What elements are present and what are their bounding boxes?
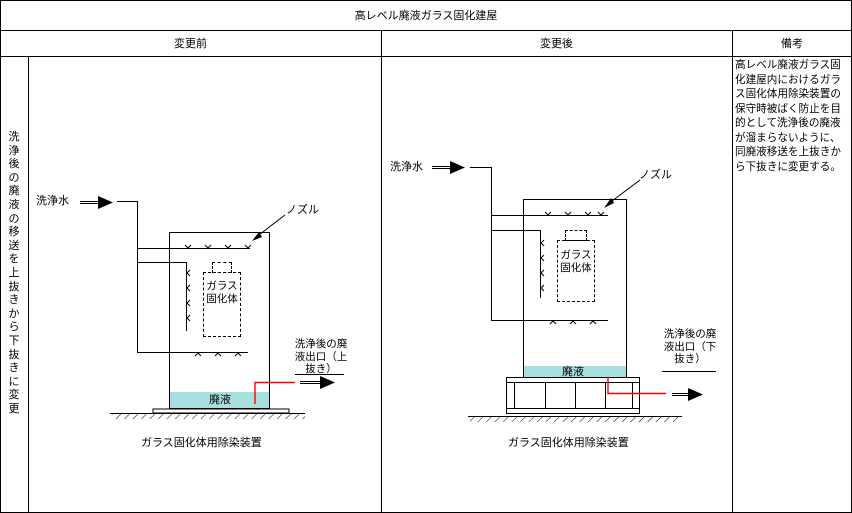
decon-vessel [169, 232, 270, 409]
nozzles-side [540, 239, 545, 292]
nozzle-label: ノズル [286, 203, 319, 216]
wash-water-label: 洗浄水 [36, 194, 69, 207]
notes-text: 高レベル廃液ガラス固化建屋内におけるガラス固化体用除染装置の保守時被ばく防止を目… [735, 59, 841, 173]
glass-body-label: ガラス固化体 [560, 249, 592, 274]
glass-body-label: ガラス固化体 [206, 280, 238, 305]
decon-vessel [523, 199, 627, 378]
wash-water-arrow [450, 161, 465, 174]
header-before: 変更前 [174, 37, 207, 50]
wash-water-arrow [98, 196, 113, 209]
nozzles-side [186, 269, 191, 322]
waste-liquid-label: 廃液 [209, 393, 231, 406]
nozzle-label: ノズル [639, 168, 672, 181]
outlet-pipe-top [254, 381, 295, 404]
glass-body-cap [565, 230, 587, 241]
before-caption: ガラス固化体用除染装置 [141, 436, 262, 449]
nozzles-bottom [549, 320, 597, 325]
outlet-pipe-bottom [607, 377, 666, 395]
outlet-arrow-before [320, 376, 335, 389]
page-title: 高レベル廃液ガラス固化建屋 [354, 9, 498, 22]
row-label: 洗浄後の廃液の移送を上抜きから下抜きに変更 [8, 130, 20, 415]
stand [506, 377, 640, 414]
waste-liquid-label: 廃液 [562, 365, 584, 378]
outlet-label: 洗浄後の廃液出口（上抜き） [294, 338, 348, 375]
outlet-arrow-after [688, 388, 703, 401]
nozzles-top [544, 211, 605, 216]
glass-body-cap [212, 262, 232, 273]
ground-hatch [470, 416, 680, 422]
nozzles-bottom [194, 352, 242, 357]
header-notes: 備考 [781, 37, 803, 50]
header-after: 変更後 [540, 37, 573, 50]
after-caption: ガラス固化体用除染装置 [508, 436, 629, 449]
nozzles-top [184, 244, 252, 249]
wash-water-label: 洗浄水 [390, 160, 423, 173]
waste-liquid-fill [524, 366, 626, 377]
waste-liquid-fill [170, 392, 269, 408]
outlet-label: 洗浄後の廃液出口（下抜き） [663, 328, 717, 365]
ground-hatch [112, 413, 305, 419]
